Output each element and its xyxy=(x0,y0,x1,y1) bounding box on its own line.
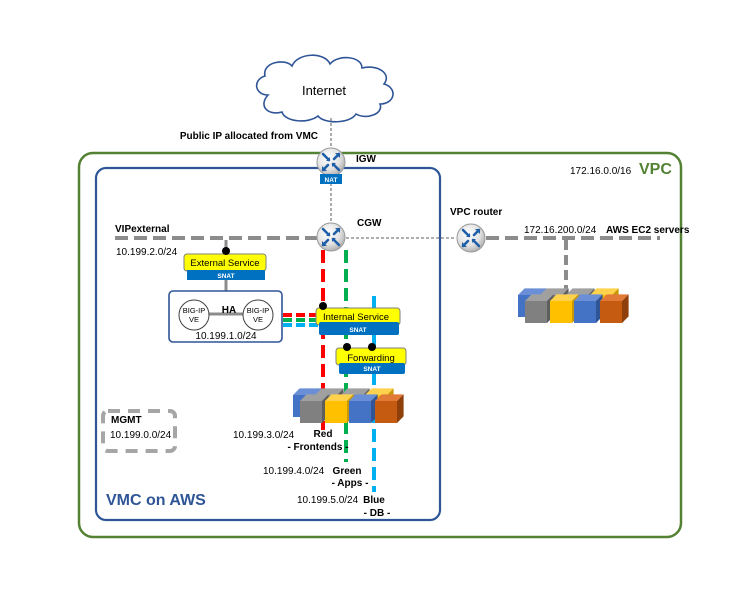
server-cube xyxy=(397,394,404,423)
vpc-title: VPC xyxy=(639,161,672,178)
internal-service-box[interactable]: Internal Service SNAT xyxy=(315,307,401,335)
ec2-servers-icon xyxy=(518,288,629,323)
server-cube xyxy=(349,394,378,401)
vpc-boundary xyxy=(77,151,683,539)
ec2-label: AWS EC2 servers xyxy=(606,225,690,236)
external-service-box[interactable]: External Service SNAT xyxy=(183,253,267,280)
server-cube xyxy=(525,301,547,323)
server-cube xyxy=(574,301,596,323)
igw-router-icon[interactable] xyxy=(315,146,347,178)
red-role: - Frontends - xyxy=(287,442,348,453)
internet-cloud-icon xyxy=(255,54,394,123)
vipexternal-cidr: 10.199.2.0/24 xyxy=(116,247,178,258)
public-ip-label: Public IP allocated from VMC xyxy=(180,131,318,142)
svg-text:BIG-IP: BIG-IP xyxy=(183,306,206,315)
green-name: Green xyxy=(333,466,362,477)
igw-label: IGW xyxy=(356,154,377,165)
mgmt-label: MGMT xyxy=(111,415,142,426)
forwarding-connector-blue xyxy=(368,343,376,351)
svg-text:VE: VE xyxy=(189,315,199,324)
vpc-router-icon[interactable] xyxy=(455,222,487,254)
server-cube xyxy=(375,401,397,423)
server-cube xyxy=(293,388,322,395)
cgw-label: CGW xyxy=(357,218,382,229)
server-cube xyxy=(550,294,579,301)
forwarding-box[interactable]: Forwarding SNAT xyxy=(335,347,407,374)
vmc-title: VMC on AWS xyxy=(106,492,206,509)
vmc-boundary xyxy=(94,166,442,522)
server-cube xyxy=(341,388,370,395)
server-cube xyxy=(315,388,344,395)
green-role: - Apps - xyxy=(332,478,369,489)
server-cube xyxy=(590,288,619,295)
igw-nat-badge xyxy=(320,174,342,184)
server-cube xyxy=(566,288,595,295)
internal-service-snat: SNAT xyxy=(349,327,366,334)
blue-cidr: 10.199.5.0/24 xyxy=(297,495,359,506)
mgmt-network-box xyxy=(101,409,177,453)
forwarding-label: Forwarding xyxy=(347,353,395,364)
svg-text:VE: VE xyxy=(253,315,263,324)
svg-text:BIG-IP: BIG-IP xyxy=(247,306,270,315)
ha-cidr: 10.199.1.0/24 xyxy=(195,331,257,342)
server-cube xyxy=(375,394,404,401)
ha-label: HA xyxy=(222,305,236,316)
external-service-label: External Service xyxy=(190,258,259,269)
server-cube xyxy=(325,401,347,423)
internal-service-label: Internal Service xyxy=(323,312,389,323)
server-cube xyxy=(349,401,371,423)
external-service-snat: SNAT xyxy=(217,273,234,280)
external-service-connector xyxy=(222,247,230,255)
red-cidr: 10.199.3.0/24 xyxy=(233,430,295,441)
server-cube xyxy=(622,294,629,323)
forwarding-snat: SNAT xyxy=(363,366,380,373)
server-cube xyxy=(365,388,394,395)
cgw-router-icon[interactable] xyxy=(315,221,347,253)
server-cube xyxy=(525,294,554,301)
server-cube xyxy=(300,401,322,423)
vpc-router-label: VPC router xyxy=(450,207,502,218)
svg-text:NAT: NAT xyxy=(325,177,338,184)
bigip-ve-1[interactable]: BIG-IP VE xyxy=(178,299,210,331)
vmc-servers-icon xyxy=(293,388,404,423)
vpc-cidr: 172.16.0.0/16 xyxy=(570,166,632,177)
server-cube xyxy=(540,288,569,295)
blue-name: Blue xyxy=(363,495,385,506)
server-cube xyxy=(300,394,329,401)
vipexternal-label: VIPexternal xyxy=(115,224,170,235)
server-cube xyxy=(325,394,354,401)
server-cube xyxy=(574,294,603,301)
server-cube xyxy=(600,294,629,301)
blue-role: - DB - xyxy=(364,508,391,519)
green-cidr: 10.199.4.0/24 xyxy=(263,466,325,477)
server-cube xyxy=(600,301,622,323)
mgmt-cidr: 10.199.0.0/24 xyxy=(110,430,172,441)
forwarding-connector-green xyxy=(343,343,351,351)
ec2-cidr: 172.16.200.0/24 xyxy=(524,225,597,236)
red-name: Red xyxy=(314,429,333,440)
internal-service-connector xyxy=(319,302,327,310)
bigip-ve-2[interactable]: BIG-IP VE xyxy=(242,299,274,331)
server-cube xyxy=(550,301,572,323)
internet-label: Internet xyxy=(302,83,346,98)
server-cube xyxy=(518,288,547,295)
